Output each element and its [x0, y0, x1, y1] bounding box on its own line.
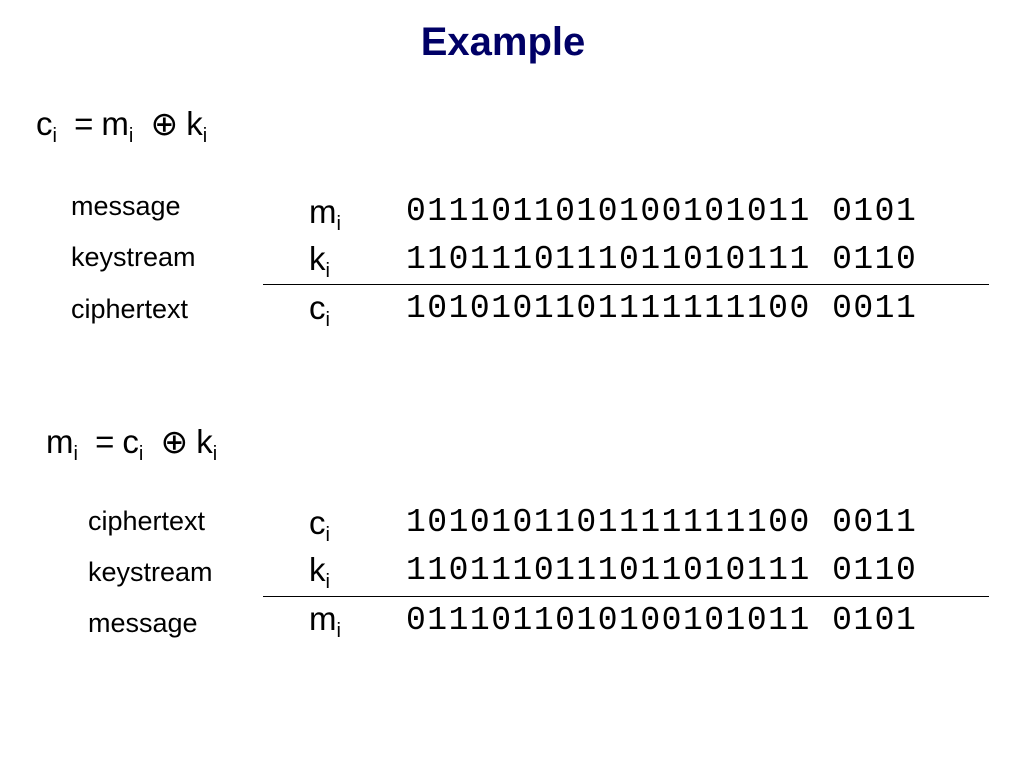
encrypt-row-2-variable: ki: [309, 240, 330, 282]
formula-operand-a-subscript: i: [138, 443, 144, 465]
formula-equals: =: [74, 105, 94, 142]
decrypt-sum-line: [263, 596, 989, 597]
encrypt-row-1-label: message: [71, 191, 181, 221]
formula-operand-a: m: [101, 105, 129, 142]
encrypt-row-1-variable: mi: [309, 193, 341, 235]
xor-operator: ⊕: [150, 105, 179, 142]
formula-operand-b: k: [186, 105, 203, 142]
decrypt-row-1-bits: 1010101101111111100 0011: [406, 504, 918, 541]
encrypt-sum-line: [263, 284, 989, 285]
formula-lhs-subscript: i: [73, 443, 78, 465]
formula-operand-a-subscript: i: [128, 125, 134, 147]
decrypt-row-2-label: keystream: [88, 557, 213, 587]
encrypt-row-1-bits: 0111011010100101011 0101: [406, 193, 918, 230]
encrypt-row-2-label: keystream: [71, 242, 196, 272]
encryption-formula: ci =mi ⊕ki: [36, 104, 208, 147]
decrypt-row-2-variable: ki: [309, 551, 330, 593]
decrypt-row-3-label: message: [88, 608, 198, 638]
xor-operator: ⊕: [160, 423, 189, 460]
formula-lhs-subscript: i: [52, 125, 57, 147]
decrypt-row-1-variable: ci: [309, 504, 330, 546]
encrypt-row-3-bits: 1010101101111111100 0011: [406, 290, 918, 327]
decrypt-row-3-variable: mi: [309, 600, 341, 642]
formula-lhs: c: [36, 105, 53, 142]
decrypt-row-3-bits: 0111011010100101011 0101: [406, 602, 918, 639]
formula-lhs: m: [46, 423, 74, 460]
decryption-formula: mi =ci ⊕ki: [46, 422, 218, 465]
decrypt-row-2-bits: 1101110111011010111 0110: [406, 552, 918, 589]
formula-operand-b-subscript: i: [202, 125, 208, 147]
encrypt-row-3-variable: ci: [309, 289, 330, 331]
formula-equals: =: [95, 423, 115, 460]
slide-title: Example: [420, 20, 586, 64]
decrypt-row-1-label: ciphertext: [88, 506, 206, 536]
encrypt-row-2-bits: 1101110111011010111 0110: [406, 241, 918, 278]
encrypt-row-3-label: ciphertext: [71, 294, 189, 324]
formula-operand-b: k: [196, 423, 213, 460]
formula-operand-a: c: [122, 423, 139, 460]
formula-operand-b-subscript: i: [212, 443, 218, 465]
